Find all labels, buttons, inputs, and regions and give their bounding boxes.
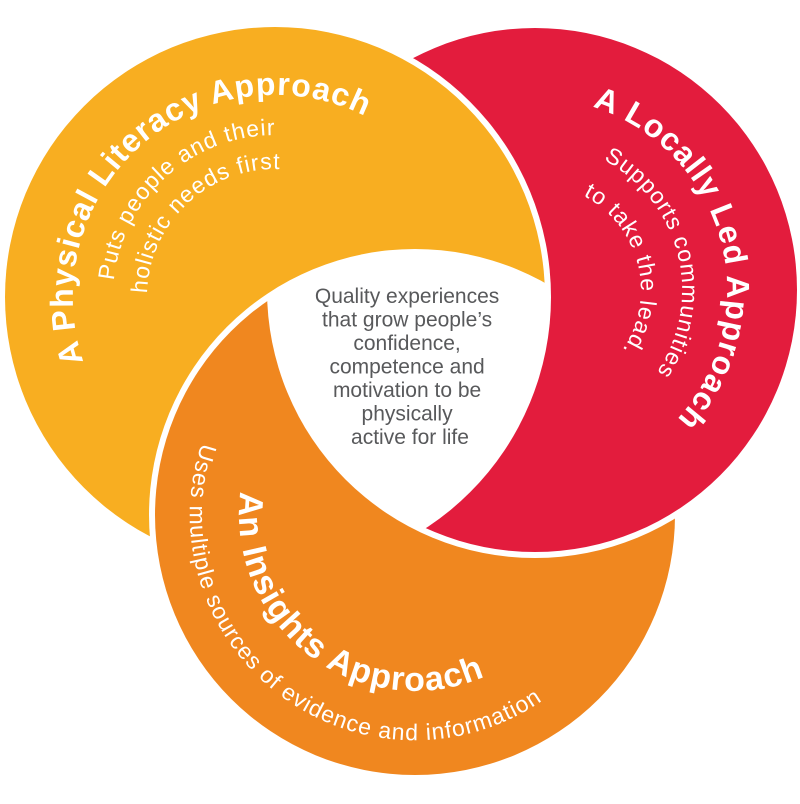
center-statement-line-4: competence and <box>329 356 484 379</box>
center-statement-line-5: motivation to be <box>333 379 481 402</box>
center-statement-line-6: physically <box>362 403 454 426</box>
center-statement-line-2: that grow people’s <box>322 309 492 332</box>
center-statement-line-1: Quality experiences <box>315 285 499 308</box>
center-statement-line-3: confidence, <box>353 332 460 355</box>
center-statement: Quality experiences that grow people’s c… <box>315 285 505 449</box>
center-statement-line-7: active for life <box>351 426 469 449</box>
insights-circle <box>155 255 675 775</box>
